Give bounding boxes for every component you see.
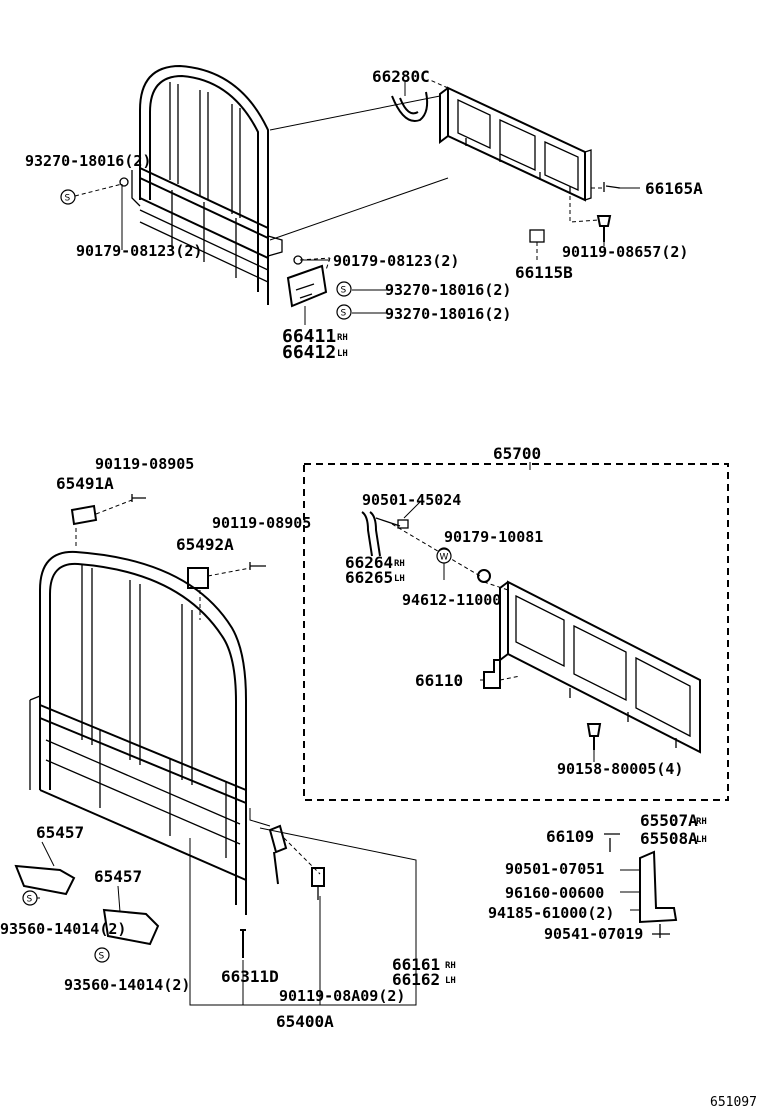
label-93270-18016-a: 93270-18016(2) — [25, 152, 151, 170]
label-65492a: 65492A — [176, 535, 234, 554]
label-66161-side: RH — [445, 961, 456, 971]
figure-number: 651097 — [710, 1095, 757, 1110]
top-rack-drawing — [131, 64, 283, 305]
label-90179-08123-b: 90179-08123(2) — [333, 252, 459, 270]
label-66265: 66265 — [345, 568, 393, 587]
svg-text:S: S — [65, 194, 71, 204]
label-66162-side: LH — [445, 976, 456, 986]
label-65700: 65700 — [493, 444, 541, 463]
label-93270-18016-c: 93270-18016(2) — [385, 305, 511, 323]
svg-text:S: S — [27, 895, 33, 905]
label-90158-80005: 90158-80005(4) — [557, 760, 683, 778]
s-symbol-top-left: S — [60, 189, 76, 205]
label-65507a-side: RH — [696, 817, 707, 827]
bracket-65457-a-drawing — [14, 864, 76, 896]
label-66311d: 66311D — [221, 967, 279, 986]
strap-66280c-drawing — [391, 91, 429, 122]
label-90179-10081: 90179-10081 — [444, 528, 543, 546]
label-93560-14014-b: 93560-14014(2) — [64, 976, 190, 994]
label-65400a: 65400A — [276, 1012, 334, 1031]
label-90501-07051: 90501-07051 — [505, 860, 604, 878]
label-90179-08123-a: 90179-08123(2) — [76, 242, 202, 260]
bolt-90158-drawing — [586, 723, 602, 750]
label-66161: 66161 — [392, 955, 440, 974]
label-66165a: 66165A — [645, 179, 703, 198]
label-65457-b: 65457 — [94, 867, 142, 886]
label-90119-08905-b: 90119-08905 — [212, 514, 311, 532]
label-96160-00600: 96160-00600 — [505, 884, 604, 902]
label-65508a: 65508A — [640, 829, 698, 848]
bottom-rack-drawing — [29, 550, 247, 915]
label-65491a: 65491A — [56, 474, 114, 493]
s-symbol-bottom-1: S — [22, 890, 38, 906]
bracket-66110-drawing — [483, 659, 501, 689]
hook-66264-drawing — [361, 511, 381, 557]
hinge-65507a-drawing — [639, 850, 678, 924]
block-66115b-drawing — [529, 229, 545, 243]
w-symbol: W — [436, 548, 452, 564]
label-90119-08657: 90119-08657(2) — [562, 243, 688, 261]
label-90119-08905-a: 90119-08905 — [95, 455, 194, 473]
label-90501-45024: 90501-45024 — [362, 491, 461, 509]
label-94612-11000: 94612-11000 — [402, 591, 501, 609]
block-65492a-drawing — [187, 567, 209, 589]
clip-65491a-drawing — [70, 504, 98, 526]
latch-66161-drawing — [268, 824, 288, 885]
svg-text:S: S — [99, 952, 105, 962]
svg-text:W: W — [440, 553, 449, 563]
label-66412-side: LH — [337, 349, 348, 359]
s-symbol-top-mid-2: S — [336, 304, 352, 320]
bolt-90119-08657-drawing — [596, 215, 612, 242]
s-symbol-bottom-2: S — [94, 947, 110, 963]
bracket-66411-drawing — [286, 264, 328, 308]
svg-text:S: S — [341, 286, 347, 296]
label-93560-14014-a: 93560-14014(2) — [0, 920, 126, 938]
label-66280c: 66280C — [372, 67, 430, 86]
label-66162: 66162 — [392, 970, 440, 989]
label-66115b: 66115B — [515, 263, 573, 282]
label-66264-side: RH — [394, 559, 405, 569]
label-66110: 66110 — [415, 671, 463, 690]
top-gate-drawing — [439, 86, 592, 202]
label-66412: 66412 — [282, 342, 336, 363]
bracket-65457-b-drawing — [102, 908, 160, 946]
label-65507a: 65507A — [640, 811, 698, 830]
label-66411: 66411 — [282, 326, 336, 347]
label-66265-side: LH — [394, 574, 405, 584]
label-66411-side: RH — [337, 333, 348, 343]
label-65457-a: 65457 — [36, 823, 84, 842]
label-94185-61000: 94185-61000(2) — [488, 904, 614, 922]
label-65508a-side: LH — [696, 835, 707, 845]
label-66264: 66264 — [345, 553, 393, 572]
svg-text:S: S — [341, 309, 347, 319]
label-66109: 66109 — [546, 827, 594, 846]
pin-66165a-drawing — [603, 182, 621, 192]
label-90541-07019: 90541-07019 — [544, 925, 643, 943]
label-90119-08a09: 90119-08A09(2) — [279, 987, 405, 1005]
pin-66311d-drawing — [240, 929, 246, 958]
label-93270-18016-b: 93270-18016(2) — [385, 281, 511, 299]
bottom-gate-drawing — [499, 580, 701, 754]
s-symbol-top-mid-1: S — [336, 281, 352, 297]
group-box-65700 — [303, 463, 729, 801]
